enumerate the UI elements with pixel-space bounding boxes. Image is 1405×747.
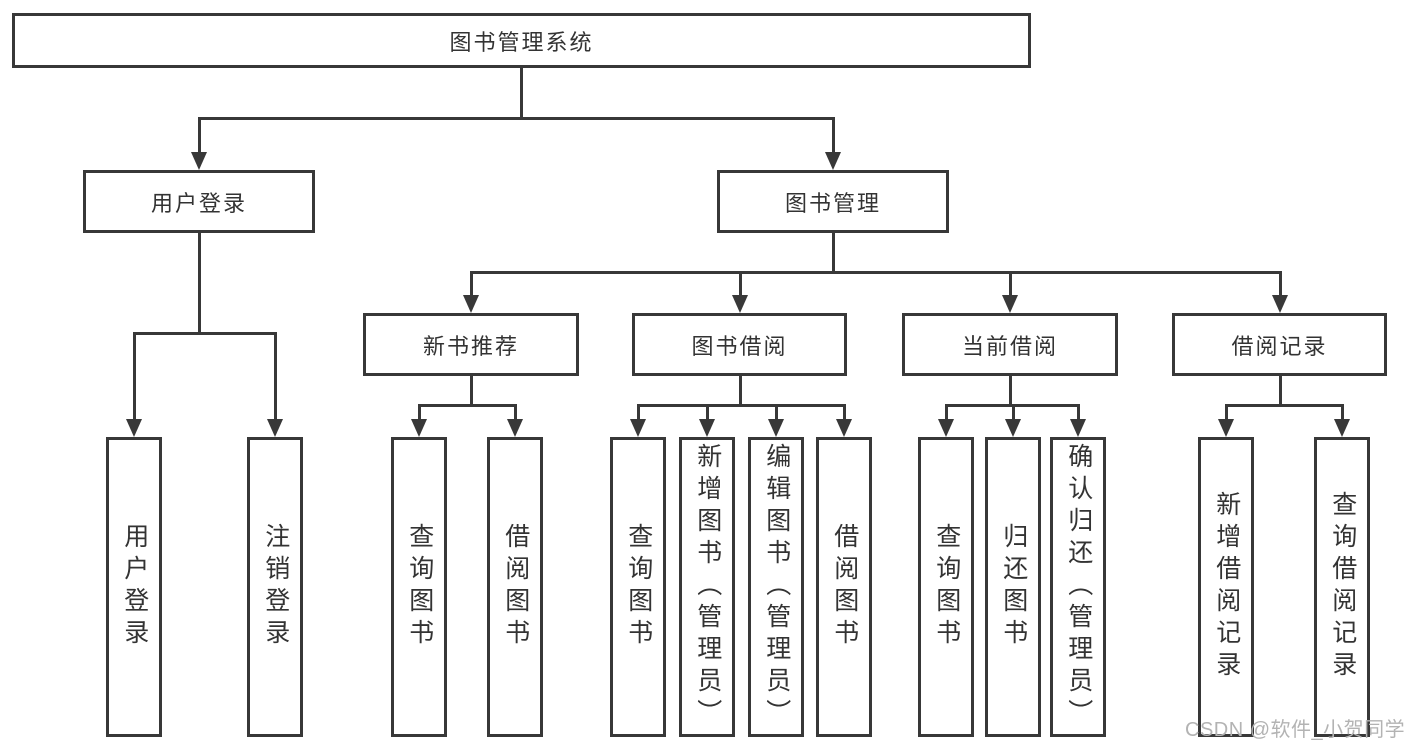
arrowhead	[1334, 419, 1350, 437]
connector-g2-drop-3	[1076, 404, 1080, 421]
leaf-g2-confirm-return-admin: 确认归还（管理员）	[1050, 437, 1106, 737]
node-borrow-record: 借阅记录	[1172, 313, 1387, 376]
connector-g2-stub	[1008, 376, 1012, 407]
arrowhead	[1070, 419, 1086, 437]
leaf-g1-borrow-books-label: 借阅图书	[830, 523, 859, 651]
leaf-g2-return-books: 归还图书	[985, 437, 1041, 737]
connector-book-drop-2	[738, 271, 742, 297]
leaf-g0-query-books-label: 查询图书	[405, 523, 434, 651]
arrowhead	[699, 419, 715, 437]
connector-user-drop-1	[132, 332, 136, 421]
node-new-book-recommend-label: 新书推荐	[422, 333, 519, 359]
connector-g1-stub	[738, 376, 742, 407]
arrowhead	[411, 419, 427, 437]
connector-g0-drop-1	[417, 404, 421, 421]
arrowhead	[191, 152, 207, 170]
arrowhead	[1002, 295, 1018, 313]
node-new-book-recommend: 新书推荐	[363, 313, 579, 376]
connector-g1-drop-1	[636, 404, 640, 421]
connector-g2-drop-2	[1011, 404, 1015, 421]
connector-g3-drop-1	[1224, 404, 1228, 421]
leaf-g2-query-books-label: 查询图书	[932, 523, 961, 651]
connector-g3-drop-2	[1340, 404, 1344, 421]
leaf-user-login-label: 用户登录	[120, 523, 149, 651]
leaf-g3-query-borrow-record-label: 查询借阅记录	[1328, 491, 1357, 683]
leaf-g1-add-books-admin: 新增图书（管理员）	[679, 437, 735, 737]
leaf-user-login: 用户登录	[106, 437, 162, 737]
leaf-g0-query-books: 查询图书	[391, 437, 447, 737]
node-root-label: 图书管理系统	[449, 29, 594, 55]
leaf-g1-query-books-label: 查询图书	[624, 523, 653, 651]
arrowhead	[1218, 419, 1234, 437]
leaf-g3-query-borrow-record: 查询借阅记录	[1314, 437, 1370, 737]
arrowhead	[1005, 419, 1021, 437]
connector-book-drop-3	[1008, 271, 1012, 297]
connector-root-drop-left	[197, 117, 201, 156]
leaf-g2-query-books: 查询图书	[918, 437, 974, 737]
connector-root-drop-right	[831, 117, 835, 156]
connector-g0-drop-2	[513, 404, 517, 421]
connector-g1-drop-4	[842, 404, 846, 421]
connector-g2-drop-1	[944, 404, 948, 421]
leaf-g1-add-books-admin-label: 新增图书（管理员）	[693, 443, 722, 731]
connector-user-drop-2	[273, 332, 277, 421]
arrowhead	[267, 419, 283, 437]
node-borrow-record-label: 借阅记录	[1231, 333, 1328, 359]
arrowhead	[126, 419, 142, 437]
connector-g0-bar	[417, 404, 517, 407]
connector-root-stub	[519, 68, 523, 118]
arrowhead	[630, 419, 646, 437]
connector-g3-stub	[1278, 376, 1282, 407]
leaf-g2-confirm-return-admin-label: 确认归还（管理员）	[1064, 443, 1093, 731]
connector-g3-bar	[1224, 404, 1344, 407]
leaf-g3-add-borrow-record: 新增借阅记录	[1198, 437, 1254, 737]
node-book-management: 图书管理	[717, 170, 949, 233]
leaf-g1-edit-books-admin: 编辑图书（管理员）	[748, 437, 804, 737]
connector-book-bar	[469, 271, 1282, 274]
node-book-borrow-label: 图书借阅	[691, 333, 788, 359]
arrowhead	[938, 419, 954, 437]
leaf-logout: 注销登录	[247, 437, 303, 737]
leaf-g1-query-books: 查询图书	[610, 437, 666, 737]
leaf-g1-edit-books-admin-label: 编辑图书（管理员）	[762, 443, 791, 731]
connector-book-drop-4	[1278, 271, 1282, 297]
arrowhead	[836, 419, 852, 437]
arrowhead	[768, 419, 784, 437]
connector-user-stub	[197, 233, 201, 335]
arrowhead	[1272, 295, 1288, 313]
leaf-g1-borrow-books: 借阅图书	[816, 437, 872, 737]
leaf-logout-label: 注销登录	[261, 523, 290, 651]
node-root: 图书管理系统	[12, 13, 1031, 68]
arrowhead	[825, 152, 841, 170]
leaf-g2-return-books-label: 归还图书	[999, 523, 1028, 651]
connector-root-bar	[197, 117, 835, 120]
csdn-watermark: CSDN @软件_小贺同学	[1185, 719, 1405, 741]
connector-g0-stub	[469, 376, 473, 407]
leaf-g3-add-borrow-record-label: 新增借阅记录	[1212, 491, 1241, 683]
node-current-borrow-label: 当前借阅	[961, 333, 1058, 359]
arrowhead	[463, 295, 479, 313]
leaf-g0-borrow-books: 借阅图书	[487, 437, 543, 737]
connector-book-drop-1	[469, 271, 473, 297]
node-user-login: 用户登录	[83, 170, 315, 233]
node-book-management-label: 图书管理	[784, 190, 881, 216]
node-user-login-label: 用户登录	[150, 190, 247, 216]
arrowhead	[732, 295, 748, 313]
arrowhead	[507, 419, 523, 437]
connector-g1-drop-2	[705, 404, 709, 421]
connector-g1-drop-3	[774, 404, 778, 421]
connector-book-stub	[831, 233, 835, 274]
node-book-borrow: 图书借阅	[632, 313, 847, 376]
connector-g1-bar	[636, 404, 846, 407]
node-current-borrow: 当前借阅	[902, 313, 1118, 376]
connector-user-bar	[132, 332, 277, 335]
leaf-g0-borrow-books-label: 借阅图书	[501, 523, 530, 651]
